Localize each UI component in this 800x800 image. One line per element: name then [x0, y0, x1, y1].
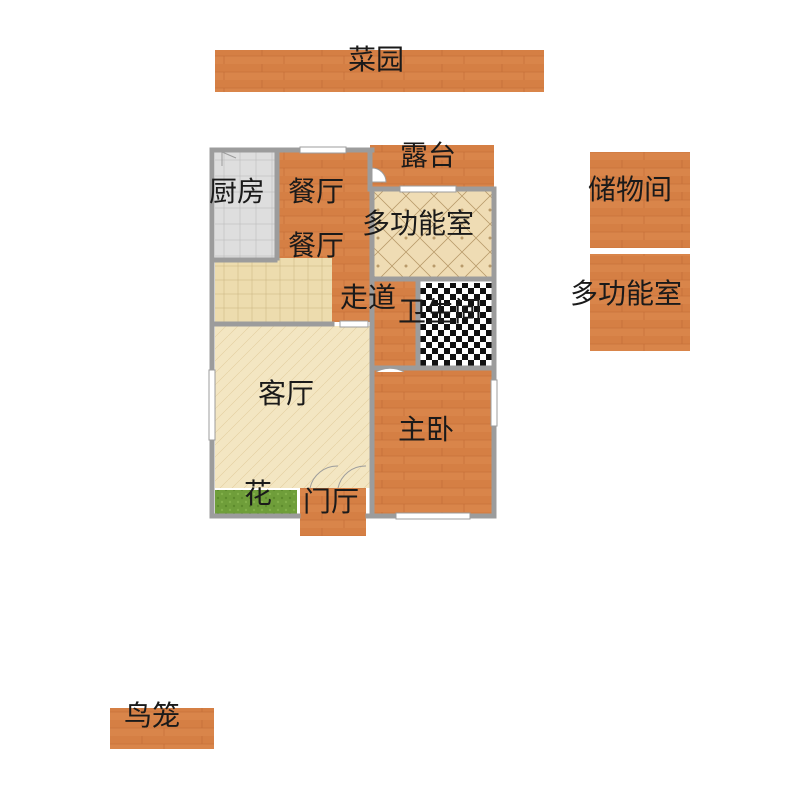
bathroom-floor: [420, 283, 492, 367]
master-bedroom-label: 主卧: [398, 413, 455, 446]
birdcage-label: 鸟笼: [124, 699, 181, 732]
dining-label-2: 餐厅: [288, 229, 345, 262]
multi-room-2-area: [590, 254, 690, 351]
multi-room-1-floor: [372, 189, 492, 277]
corridor-floor: [370, 277, 416, 367]
windows: [208, 146, 498, 520]
flower-label: 花: [244, 477, 273, 510]
storage-area: [590, 152, 690, 248]
vegetable-garden-area: [215, 50, 544, 92]
kitchen-floor: [215, 152, 275, 258]
multi-room-2-label: 多功能室: [570, 277, 683, 310]
entrance-floor: [300, 488, 366, 536]
living-room-label: 客厅: [258, 377, 315, 410]
terrace-area: [370, 145, 494, 189]
storage-label: 储物间: [588, 173, 673, 206]
master-bedroom-floor: [374, 370, 492, 514]
terrace-label: 露台: [400, 139, 457, 172]
multi-room-1-label: 多功能室: [362, 207, 475, 240]
living-room-floor: [215, 326, 370, 488]
birdcage-area: [110, 708, 214, 749]
walls: [209, 147, 497, 519]
flower-bed: [215, 490, 297, 514]
entrance-label: 门厅: [303, 485, 360, 518]
bathroom-label: 卫生间: [398, 295, 483, 328]
corridor-label: 走道: [340, 281, 397, 314]
kitchen-label: 厨房: [209, 175, 266, 208]
dining-tile-floor: [215, 258, 332, 322]
vegetable-garden-label: 菜园: [348, 43, 405, 76]
doors: [221, 151, 405, 489]
dining-label-1: 餐厅: [288, 175, 345, 208]
